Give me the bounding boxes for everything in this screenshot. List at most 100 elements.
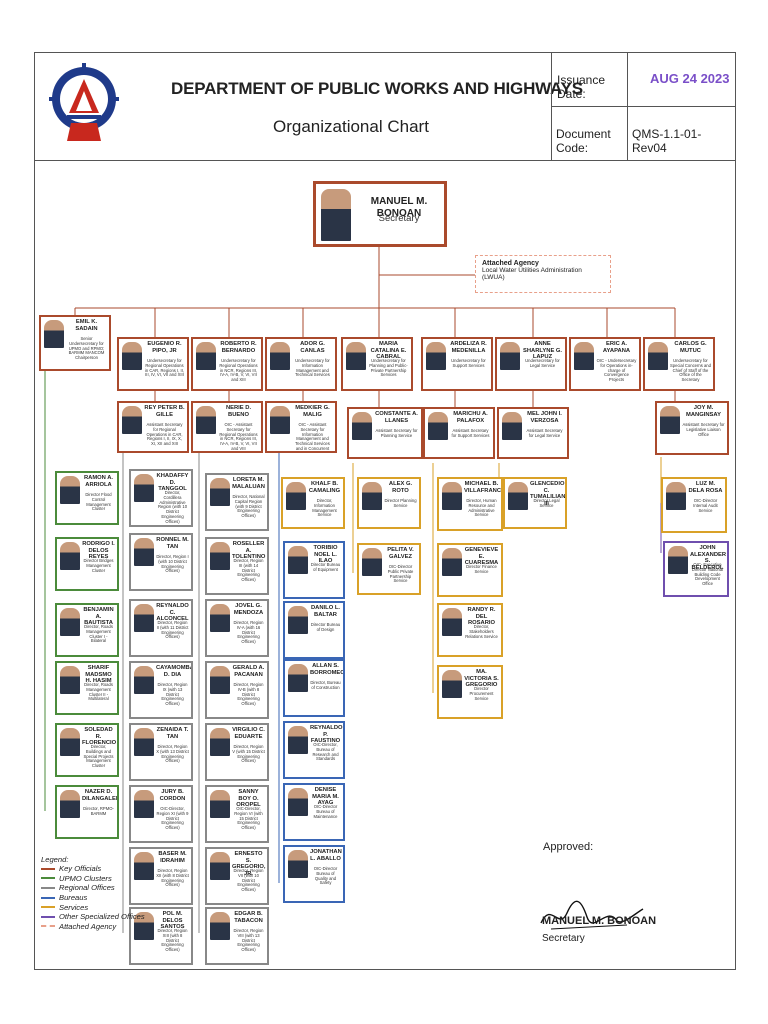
official-name: NERIE D. BUENO: [225, 405, 252, 418]
dpwh-logo-icon: [49, 63, 119, 141]
legend-swatch: [41, 877, 55, 880]
avatar: [122, 342, 142, 370]
official-title: Director, Bureau of Construction: [310, 680, 341, 690]
official-title: Director, RPMO-BARMM: [83, 806, 114, 816]
official-title: Director, Region IV-B (with 8 District E…: [233, 682, 264, 707]
avatar: [321, 189, 351, 241]
avatar: [60, 476, 80, 504]
official-name: MA. VICTORIA S. GREGORIO: [464, 669, 499, 689]
official-title: OIC - Assistant Secretary for Regional O…: [219, 422, 258, 452]
avatar: [196, 342, 216, 370]
page-subtitle: Organizational Chart: [273, 117, 429, 136]
org-chart-page: DEPARTMENT OF PUBLIC WORKS AND HIGHWAYS …: [34, 52, 736, 970]
avatar: [210, 478, 230, 506]
official-title: Director, Region VII (with 10 District E…: [233, 868, 264, 893]
official-name: REYNALDO C. ALCONCEL: [156, 603, 189, 623]
avatar: [270, 342, 290, 370]
official-name: MARICHU A. PALAFOX: [453, 411, 488, 424]
official-title: Director Bureau of Equipment: [310, 562, 341, 572]
attached-agency-name: Local Water Utilities Administration (LW…: [482, 267, 582, 281]
official-name: ERNESTO S. GREGORIO, JR.: [232, 851, 266, 877]
official-name: ARDELIZA R. MEDENILLA: [450, 341, 487, 354]
official-title: Director, National Capital Region (with …: [232, 494, 265, 519]
bureaus-box: ALLAN S. BORROMEO Director, Bureau of Con…: [283, 659, 345, 717]
avatar: [134, 912, 154, 940]
avatar: [60, 790, 80, 818]
official-title: Director, Region IV-A (with 16 District …: [233, 620, 264, 645]
official-name: BASER M. IDRAHIM: [158, 851, 187, 864]
official-name: MEDKIER G. MALIG: [295, 405, 330, 418]
issuance-date-label: Issuance Date:: [551, 53, 627, 107]
official-name: PELITA V. GALVEZ: [387, 547, 414, 560]
official-title: Undersecretary for Special Concerns and …: [670, 358, 711, 383]
official-name: KHALF B. CAMALING: [308, 481, 341, 494]
services-special-box: LUZ M. DELA ROSA OIC-Director Internal Au…: [661, 477, 727, 533]
legend-label: Regional Offices: [59, 883, 115, 893]
avatar: [500, 342, 520, 370]
official-name: MICHAEL B. VILLAFRANCA: [464, 481, 503, 494]
official-name: RONNEL M. TAN: [156, 537, 189, 550]
official-name: SOLEDAD R. FLORENCIO: [82, 727, 117, 747]
page-title: DEPARTMENT OF PUBLIC WORKS AND HIGHWAYS: [171, 79, 583, 98]
official-name: LUZ M. DELA ROSA: [688, 481, 723, 494]
official-title: Undersecretary for Legal Service: [525, 358, 560, 368]
official-title: Assistant Secretary for Legislative Liai…: [682, 422, 725, 437]
official-title: Undersecretary for Regional Operations i…: [219, 358, 258, 383]
connector-lines: [44, 221, 676, 933]
official-title: Director, Region IX (with 13 District En…: [157, 682, 188, 707]
avatar: [288, 546, 308, 574]
avatar: [426, 342, 446, 370]
official-title: Director Procurement Service: [469, 686, 494, 701]
avatar: [660, 406, 680, 434]
official-title: Director, Human Resource and Administrat…: [466, 498, 497, 518]
avatar: [196, 406, 216, 434]
avatar: [134, 474, 154, 502]
issuance-date-stamp: AUG 24 2023: [627, 53, 735, 107]
official-name: JONATHAN L. ABALLO: [310, 849, 342, 862]
official-name: DANILO L. BALTAR: [311, 605, 340, 618]
official-name: CARLOS G. MUTUC: [674, 341, 707, 354]
avatar: [288, 664, 308, 692]
official-name: ALLAN S. BORROMEO: [310, 663, 345, 676]
avatar: [288, 606, 308, 634]
official-title: Director Legal Service: [533, 498, 560, 508]
avatar: [508, 482, 528, 510]
avatar: [346, 342, 366, 370]
attached-agency-title: Attached Agency: [482, 260, 539, 267]
legend-item: Bureaus: [41, 893, 145, 903]
official-name: ROSELLER A. TOLENTINO: [232, 541, 266, 561]
official-name: BENJAMIN A. BAUTISTA: [83, 607, 114, 627]
avatar: [288, 726, 308, 754]
approval-label: Approved:: [543, 841, 594, 853]
official-name: ALEX G. ROTO: [388, 481, 413, 494]
official-title: Director, Region V (with 15 District Eng…: [232, 744, 265, 764]
official-title: Director, Region II (with 11 District En…: [156, 620, 189, 640]
legend-label: Bureaus: [59, 893, 88, 903]
legend-label: Services: [59, 902, 89, 912]
avatar: [288, 788, 308, 816]
official-title: OIC-Director Internal Audit Service: [693, 498, 718, 513]
avatar: [648, 342, 668, 370]
legend-swatch: [41, 906, 55, 909]
official-title: Director, Region III (with 14 District E…: [233, 558, 264, 583]
attached-agency-box: Attached Agency Local Water Utilities Ad…: [475, 255, 611, 293]
services-support-box: MICHAEL B. VILLAFRANCA Director, Human Re…: [437, 477, 503, 531]
official-name: CONSTANTE A. LLANES: [375, 411, 418, 424]
official-name: CAYAMOMBAO D. DIA: [156, 665, 191, 678]
official-title: Undersecretary for Planning and Public-P…: [369, 358, 408, 378]
